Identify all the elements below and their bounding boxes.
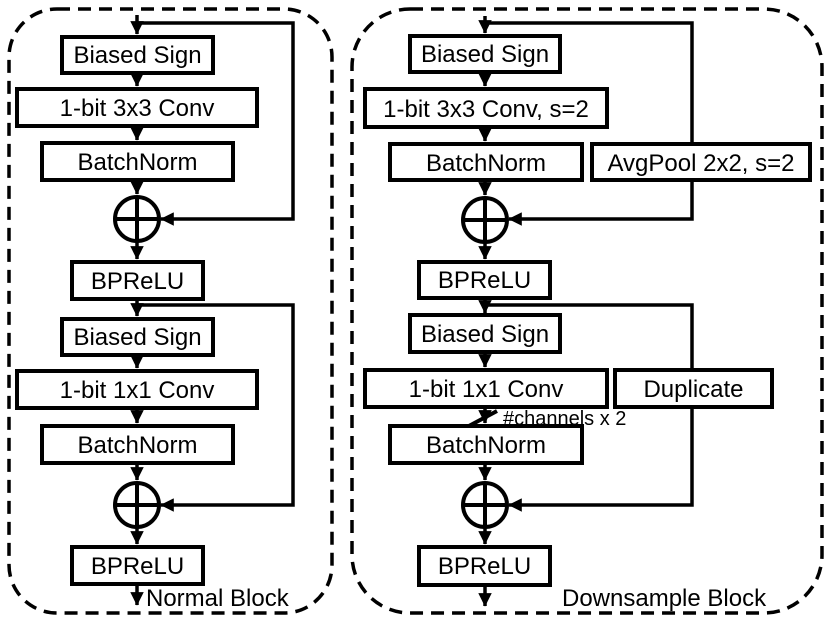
- biased-sign-label-2: Biased Sign: [73, 324, 201, 351]
- biased-sign-box-1: [408, 34, 562, 74]
- normal-block-title: Normal Block: [146, 585, 290, 612]
- downsample-block-outline: [350, 7, 824, 615]
- normal-block-outline: [7, 7, 334, 615]
- duplicate-label: Duplicate: [643, 376, 743, 403]
- conv3x3-box: [15, 87, 259, 128]
- conv3x3-s2-box: [363, 87, 609, 129]
- bprelu-label-2: BPReLU: [438, 553, 531, 580]
- normal-block: Biased Sign 1-bit 3x3 Conv BatchNorm BPR…: [7, 7, 334, 615]
- batchnorm-box-1: [40, 141, 235, 182]
- batchnorm-box-1: [388, 142, 584, 182]
- bprelu-box-2: [417, 545, 552, 587]
- batchnorm-label-2: BatchNorm: [426, 432, 546, 459]
- conv1x1-box: [363, 368, 609, 409]
- bprelu-box-1: [417, 260, 552, 300]
- batchnorm-box-2: [40, 424, 235, 465]
- bprelu-box-1: [70, 260, 205, 301]
- batchnorm-label-1: BatchNorm: [426, 150, 546, 177]
- skip-connection-1: [485, 21, 694, 226]
- avgpool-box: [590, 142, 812, 182]
- batchnorm-label-1: BatchNorm: [77, 149, 197, 176]
- batchnorm-box-2: [388, 424, 584, 465]
- conv1x1-box: [15, 369, 259, 410]
- biased-sign-label-1: Biased Sign: [421, 41, 549, 68]
- batchnorm-label-2: BatchNorm: [77, 432, 197, 459]
- conv3x3-label: 1-bit 3x3 Conv: [60, 95, 215, 122]
- biased-sign-box-1: [60, 35, 215, 75]
- skip-connection-2: [137, 303, 295, 512]
- skip-connection-1: [137, 21, 295, 226]
- downsample-block: Biased Sign 1-bit 3x3 Conv, s=2 BatchNor…: [350, 7, 824, 615]
- bprelu-box-2: [70, 545, 205, 586]
- conv1x1-label: 1-bit 1x1 Conv: [60, 377, 215, 404]
- bprelu-label-1: BPReLU: [438, 267, 531, 294]
- downsample-block-title: Downsample Block: [562, 585, 767, 612]
- avgpool-label: AvgPool 2x2, s=2: [607, 150, 794, 177]
- conv1x1-label: 1-bit 1x1 Conv: [409, 376, 564, 403]
- biased-sign-label-1: Biased Sign: [73, 42, 201, 69]
- biased-sign-label-2: Biased Sign: [421, 321, 549, 348]
- biased-sign-box-2: [408, 313, 562, 354]
- bprelu-label-1: BPReLU: [91, 268, 184, 295]
- biased-sign-box-2: [60, 317, 215, 357]
- conv3x3-s2-label: 1-bit 3x3 Conv, s=2: [383, 96, 589, 123]
- duplicate-box: [613, 368, 774, 409]
- bprelu-label-2: BPReLU: [91, 553, 184, 580]
